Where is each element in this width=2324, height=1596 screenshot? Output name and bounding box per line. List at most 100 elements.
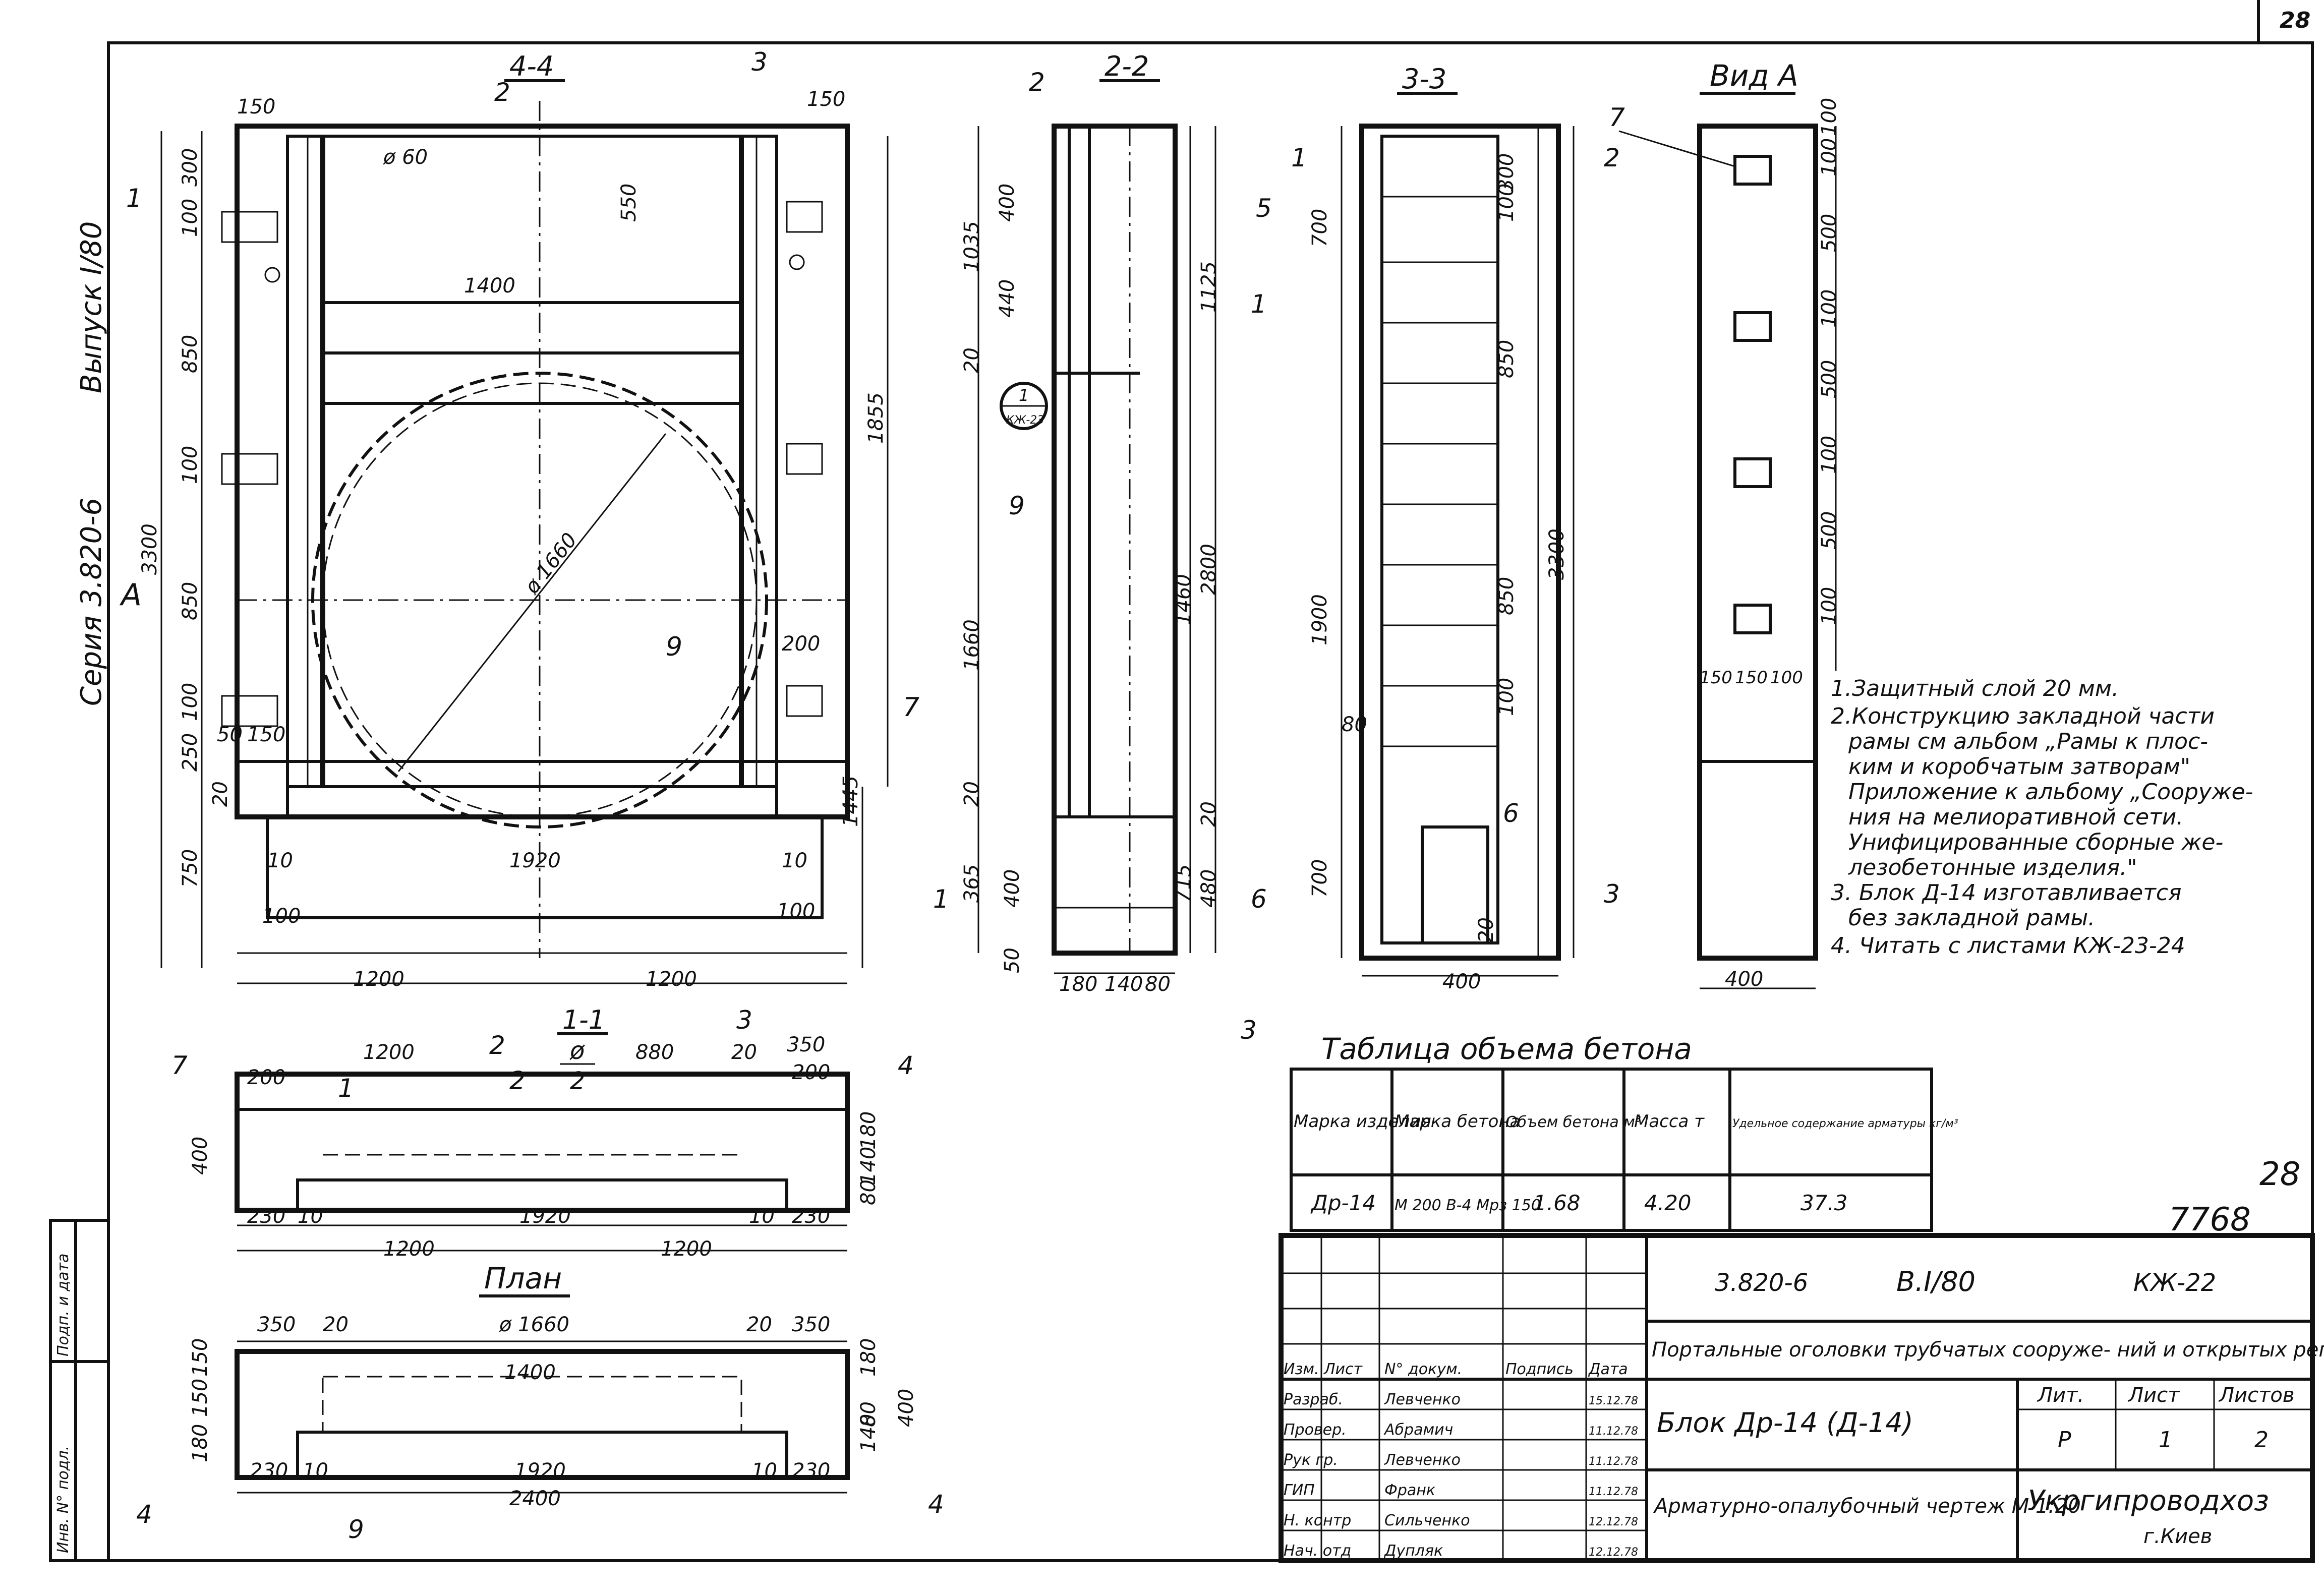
table-cell: М 200 В-4 Мрз 150 — [1395, 1197, 1541, 1214]
note-line: лезобетонные изделия." — [1848, 855, 2137, 880]
dim: ø 1660 — [499, 1313, 569, 1336]
label: 9 — [1009, 491, 1025, 520]
callout-bottom: КЖ-23 — [1006, 414, 1044, 427]
stamp-archive-number: 7768 — [2169, 1201, 2251, 1238]
dim: 550 — [617, 184, 641, 222]
issue-label: Выпуск I/80 — [75, 221, 108, 393]
dim: 100 — [1818, 587, 1841, 625]
label: 1 — [1251, 289, 1267, 319]
dim: 1400 — [464, 274, 515, 298]
tb-lit-header: Лист — [2127, 1384, 2180, 1407]
note-line: рамы см альбом „Рамы к плос- — [1848, 729, 2208, 754]
tb-lit-value: 2 — [2254, 1427, 2269, 1453]
label: 3 — [1241, 1016, 1257, 1045]
dim: 20 — [731, 1041, 757, 1064]
dim: 700 — [1308, 209, 1331, 247]
view-1-1-title: 1-1 — [562, 1005, 605, 1035]
dim: 400 — [1725, 968, 1763, 991]
strip-inv: Инв. N° подл. — [54, 1446, 72, 1553]
dim: 100 — [1495, 678, 1518, 716]
dim: 400 — [189, 1137, 212, 1175]
tb-drawing: Арматурно-опалубочный чертеж М 1:20 — [1653, 1495, 2081, 1518]
label: 2 — [509, 1066, 526, 1095]
dim: 20 — [960, 347, 983, 373]
tb-name: Сильченко — [1384, 1512, 1470, 1529]
dim: 150 — [1735, 668, 1768, 688]
dim: 140 — [1105, 973, 1143, 996]
plan-title: План — [484, 1261, 562, 1295]
dim: 365 — [960, 864, 983, 903]
strip-sign: Подп. и дата — [54, 1254, 72, 1356]
view-3-3-title: 3-3 — [1402, 63, 1446, 95]
dim: 150 — [189, 1379, 212, 1417]
label: 2 — [1029, 68, 1045, 97]
dim: 1920 — [509, 849, 561, 872]
stamp-sheet-number: 28 — [2259, 1156, 2300, 1193]
tb-col: N° докум. — [1384, 1361, 1462, 1378]
tb-name: Дупляк — [1383, 1542, 1443, 1560]
note-line: 4. Читать с листами КЖ-23-24 — [1831, 933, 2185, 959]
dim: 100 — [1818, 98, 1841, 136]
view-1-1: 1-1 ø 2 7 1 2 2 3 4 1200 880 20 350 200 … — [171, 1005, 914, 1261]
dim: 1200 — [353, 968, 404, 991]
dim: 1200 — [383, 1237, 435, 1261]
label: 2 — [1604, 143, 1620, 172]
dim: 880 — [635, 1041, 674, 1064]
table-cell: 4.20 — [1644, 1191, 1692, 1215]
label: 4 — [898, 1051, 914, 1080]
dim: 80 — [857, 1401, 880, 1427]
view-a-marker: А — [119, 577, 142, 613]
label: 2 — [489, 1031, 505, 1060]
dim: 50 — [217, 723, 243, 746]
tb-lit-value: Р — [2058, 1427, 2071, 1453]
tb-project: Портальные оголовки трубчатых сооруже- н… — [1652, 1338, 2324, 1362]
label: 1 — [338, 1074, 354, 1103]
dim: 1125 — [1197, 261, 1221, 313]
dim: 140 — [857, 1147, 880, 1185]
dim: 400 — [996, 184, 1019, 222]
label: 5 — [1256, 194, 1272, 223]
tb-role: ГИП — [1284, 1482, 1315, 1499]
dim: 200 — [782, 632, 820, 656]
tb-col: Изм. — [1284, 1361, 1319, 1378]
dim: 20 — [1475, 917, 1498, 943]
tb-date: 12.12.78 — [1589, 1516, 1638, 1528]
view-2-2: 2-2 1 КЖ-23 2 5 1 9 6 1 3 400 1035 440 1… — [933, 50, 1272, 1045]
note-line: Унифицированные сборные же- — [1848, 830, 2223, 855]
view-3-3: 3-3 1 2 6 3 700 300 100 — [1291, 63, 1620, 993]
tb-lit-value: 1 — [2159, 1427, 2173, 1453]
dim: ø 60 — [383, 146, 428, 169]
dim: 500 — [1818, 360, 1841, 398]
dim: 50 — [1001, 948, 1024, 973]
cut-mark-1: 1 — [126, 184, 142, 213]
dim: 1900 — [1308, 594, 1331, 645]
dim: 100 — [1818, 138, 1841, 176]
view-4-4: 4-4 — [119, 47, 919, 991]
dim: 250 — [179, 733, 202, 772]
tb-role: Разраб. — [1284, 1391, 1343, 1408]
dim: 1920 — [519, 1205, 571, 1228]
view-4-4-dims: 150 150 300 100 850 100 850 100 250 750 … — [138, 88, 919, 991]
dim: 400 — [1001, 869, 1024, 908]
dim: 1855 — [864, 392, 888, 444]
dim: 850 — [1495, 340, 1518, 378]
dim: 100 — [179, 446, 202, 484]
dim: 100 — [179, 199, 202, 237]
dim: 10 — [303, 1459, 328, 1483]
label: 7 — [1609, 103, 1625, 132]
dim: 400 — [1442, 970, 1481, 993]
cut-mark-3: 3 — [751, 47, 768, 77]
tb-date: 11.12.78 — [1589, 1455, 1638, 1468]
tb-role: Н. контр — [1284, 1512, 1351, 1529]
label: 4 — [136, 1500, 152, 1529]
scale-mark-2: 2 — [570, 1067, 586, 1095]
dim: 1660 — [960, 619, 983, 671]
dim: 100 — [262, 905, 301, 928]
tb-sheet-code: КЖ-22 — [2133, 1269, 2216, 1297]
dim: 350 — [787, 1033, 825, 1056]
table-header: Объем бетона м³ — [1505, 1113, 1641, 1131]
dim: 230 — [792, 1205, 830, 1228]
tb-role: Нач. отд — [1284, 1542, 1351, 1560]
scale-mark: ø — [569, 1037, 585, 1065]
view-4-4-title: 4-4 — [509, 50, 554, 82]
